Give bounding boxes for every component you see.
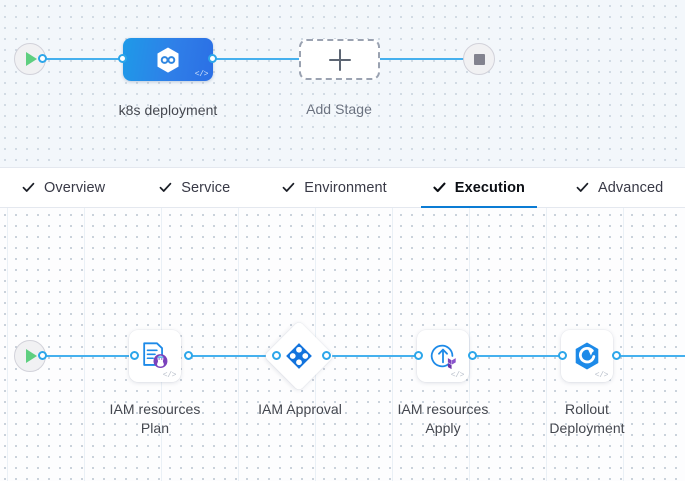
tab-label-environment: Environment [304, 179, 387, 196]
step-label-rollout-deployment-line2: Deployment [549, 420, 625, 436]
tab-service[interactable]: Service [147, 168, 242, 208]
tab-advanced[interactable]: Advanced [564, 168, 675, 208]
tab-execution[interactable]: Execution [420, 168, 538, 209]
stage-label-k8s-deployment: k8s deployment [118, 102, 218, 118]
step-code-badge-rollout: </> [594, 371, 609, 380]
tab-label-overview: Overview [44, 179, 106, 196]
check-icon [22, 181, 35, 194]
pipeline-end-node[interactable] [463, 43, 495, 75]
tab-label-advanced: Advanced [598, 179, 664, 196]
step-label-iam-resources-apply-line1: IAM resources [397, 401, 489, 417]
stage-joint-k8s-in[interactable] [118, 54, 127, 63]
play-icon [26, 349, 37, 363]
stage-node-k8s-deployment[interactable]: </> [123, 38, 213, 81]
stage-joint-start-out[interactable] [38, 54, 47, 63]
stage-canvas[interactable]: </> k8s deployment Add Stage [0, 0, 685, 167]
exec-joint-rollout-out[interactable] [612, 351, 621, 360]
step-code-badge-apply: </> [450, 371, 465, 380]
stage-wire-k8s-to-addstage [212, 58, 300, 60]
play-icon [26, 52, 37, 66]
step-node-iam-resources-plan[interactable]: </> [129, 330, 181, 382]
stage-joint-k8s-out[interactable] [208, 54, 217, 63]
exec-joint-apply-in[interactable] [414, 351, 423, 360]
check-icon [159, 181, 172, 194]
exec-joint-approval-out[interactable] [322, 351, 331, 360]
tab-label-execution: Execution [454, 179, 525, 196]
step-label-iam-resources-plan-line2: Plan [140, 420, 170, 436]
step-node-iam-resources-apply[interactable]: </> [417, 330, 469, 382]
execution-canvas[interactable]: </> IAM resources Plan IAM Approval [0, 208, 685, 481]
step-label-rollout-deployment-line1: Rollout [565, 401, 609, 417]
step-label-iam-resources-plan-line1: IAM resources [109, 401, 201, 417]
kubernetes-hexagon-icon [151, 43, 185, 77]
exec-wire-rollout-onward [616, 355, 685, 357]
check-icon [576, 181, 589, 194]
tab-overview[interactable]: Overview [10, 168, 117, 208]
stop-icon [473, 53, 485, 65]
stage-wire-start-to-k8s [42, 58, 128, 60]
step-node-rollout-deployment[interactable]: </> [561, 330, 613, 382]
step-label-iam-approval: IAM Approval [258, 401, 342, 417]
exec-wire-apply-to-rollout [472, 355, 562, 357]
stage-tab-bar[interactable]: Overview Service Environment Execution A [0, 167, 685, 209]
exec-joint-rollout-in[interactable] [558, 351, 567, 360]
exec-joint-start-out[interactable] [38, 351, 47, 360]
tab-environment[interactable]: Environment [270, 168, 399, 208]
exec-joint-approval-in[interactable] [272, 351, 281, 360]
exec-joint-plan-out[interactable] [184, 351, 193, 360]
terraform-apply-icon [426, 339, 460, 373]
add-stage-label: Add Stage [306, 101, 372, 117]
exec-wire-approval-to-apply [326, 355, 418, 357]
exec-joint-apply-out[interactable] [468, 351, 477, 360]
step-label-iam-resources-apply-line2: Apply [425, 420, 461, 436]
check-icon [282, 181, 295, 194]
step-code-badge-plan: </> [162, 371, 177, 380]
exec-wire-plan-to-approval [188, 355, 276, 357]
tab-label-service: Service [181, 179, 231, 196]
stage-wire-addstage-to-end [378, 58, 470, 60]
add-stage-button[interactable] [299, 39, 380, 80]
exec-wire-start-to-plan [42, 355, 134, 357]
check-icon [433, 181, 446, 194]
exec-joint-plan-in[interactable] [130, 351, 139, 360]
stage-code-badge: </> [194, 70, 209, 79]
plus-icon [328, 48, 351, 71]
terraform-plan-document-icon [138, 339, 172, 373]
rollout-hexagon-icon [570, 339, 604, 373]
